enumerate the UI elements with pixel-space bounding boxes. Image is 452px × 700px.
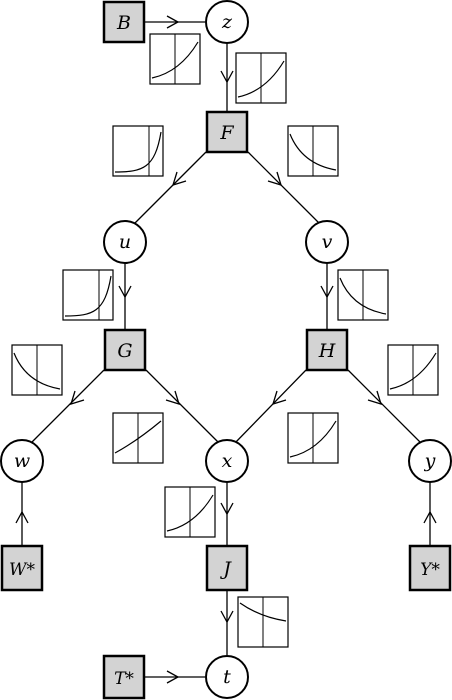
factor-t-star: T*	[102, 654, 146, 700]
factor-w-star: W*	[0, 544, 44, 592]
mini-plot-icon	[112, 412, 164, 464]
arrowhead-icon	[165, 390, 180, 405]
arrowhead-icon	[267, 171, 282, 186]
factor-w-star-label: W*	[9, 560, 35, 580]
arrowhead-icon	[172, 171, 187, 186]
factor-y-star-label: Y*	[420, 560, 440, 580]
mini-plots	[11, 33, 439, 648]
edge-f-u	[131, 151, 207, 227]
mini-plot-icon	[11, 344, 63, 396]
factor-j-label: J	[219, 558, 232, 580]
arrowhead-icon	[272, 390, 287, 405]
node-y-label: y	[424, 450, 436, 472]
mini-plot-icon	[164, 486, 216, 538]
mini-plot-icon	[237, 596, 289, 648]
factor-j: J	[205, 544, 249, 592]
mini-plot-icon	[337, 269, 389, 321]
factor-f: F	[205, 110, 249, 154]
arrowhead-icon	[320, 285, 334, 299]
node-t: t	[205, 655, 249, 699]
edge-h-y	[347, 369, 423, 445]
node-x: x	[205, 439, 249, 483]
mini-plot-icon	[235, 52, 287, 104]
factor-f-label: F	[219, 122, 234, 144]
arrowhead-icon	[166, 670, 180, 684]
edge-g-w	[29, 369, 105, 445]
mini-plot-icon	[287, 125, 339, 177]
arrowhead-icon	[166, 15, 180, 29]
edge-h-x	[233, 369, 307, 445]
node-v: v	[305, 220, 349, 264]
factor-g-label: G	[117, 340, 132, 362]
arrowhead-icon	[118, 285, 132, 299]
arrowhead-icon	[220, 70, 234, 84]
node-y: y	[408, 439, 452, 483]
factor-b-label: B	[116, 12, 131, 34]
edge-f-v	[247, 151, 323, 227]
mini-plot-icon	[387, 344, 439, 396]
edge-g-x	[145, 369, 221, 445]
arrowhead-icon	[367, 390, 382, 405]
factor-h: H	[305, 328, 349, 372]
factor-h-label: H	[318, 340, 336, 362]
node-w: w	[0, 439, 44, 483]
factor-y-star: Y*	[408, 544, 452, 592]
mini-plot-icon	[287, 412, 339, 464]
mini-plot-icon	[149, 33, 201, 85]
arrowhead-icon	[70, 390, 85, 405]
mini-plot-icon	[62, 269, 114, 321]
node-w-label: w	[14, 450, 30, 472]
arrowhead-icon	[423, 510, 437, 524]
factor-g: G	[103, 328, 147, 372]
edges	[15, 15, 437, 684]
node-z-label: z	[221, 11, 233, 33]
node-x-label: x	[222, 450, 233, 472]
node-t-label: t	[223, 666, 231, 688]
node-z: z	[205, 0, 249, 44]
factor-t-star-label: T*	[114, 669, 134, 689]
node-v-label: v	[322, 231, 333, 253]
mini-plot-icon	[112, 125, 164, 177]
node-u-label: u	[119, 231, 131, 253]
arrowhead-icon	[220, 610, 234, 624]
arrowhead-icon	[15, 510, 29, 524]
node-u: u	[103, 220, 147, 264]
arrowhead-icon	[220, 502, 234, 516]
factor-b: B	[102, 0, 146, 44]
